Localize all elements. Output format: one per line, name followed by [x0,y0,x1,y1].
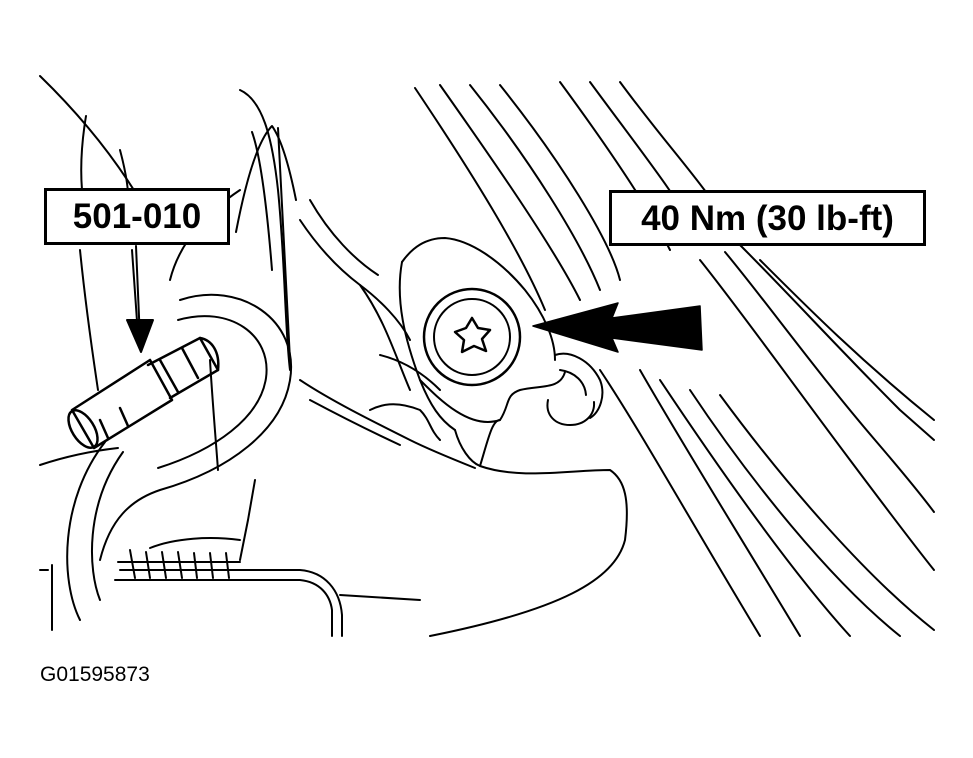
lower-panel-contour [339,465,628,637]
figure-id-label: G01595873 [40,663,150,686]
frame-edge [235,89,411,391]
lower-bracket [51,479,343,637]
tool-number-callout: 501-010 [44,188,230,245]
torque-callout-arrow [532,302,703,353]
right-panel-curves [414,81,935,637]
torque-spec-callout: 40 Nm (30 lb-ft) [609,190,926,246]
hinge-bracket [299,237,566,469]
torx-bit-socket-icon [67,336,220,450]
tool-callout-arrow [126,245,154,353]
torx-head-bolt-icon [422,287,522,387]
retaining-clip [546,352,604,426]
left-panel-outline [39,75,141,571]
